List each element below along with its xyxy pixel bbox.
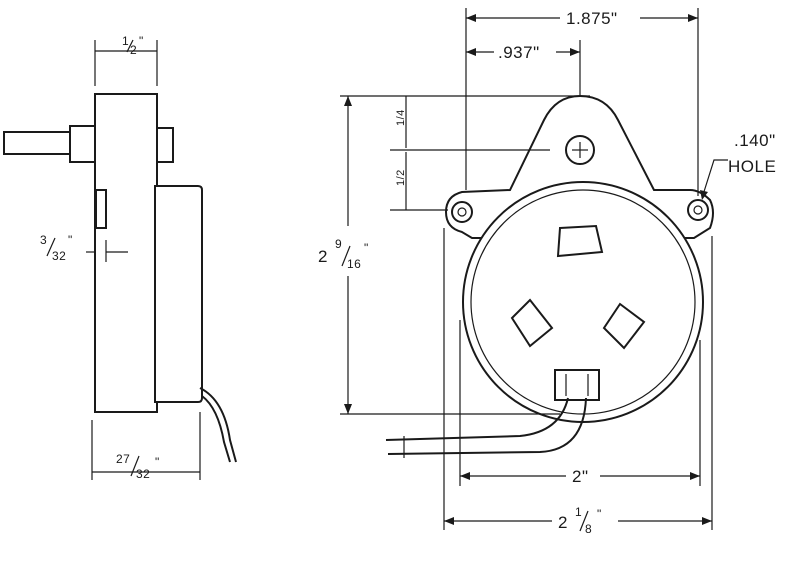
dim-step-num: 3 (40, 233, 47, 247)
hole-word-label: HOLE (728, 157, 776, 176)
dim-half-num: 1 (122, 34, 129, 48)
dim-half-den: 2 (130, 43, 137, 57)
housing-tab (95, 189, 107, 229)
dim-overall-width: 1.875" (566, 9, 618, 28)
dim-depth-den: 32 (136, 467, 150, 481)
vent-left (510, 298, 554, 348)
mount-hole-right (687, 199, 709, 221)
side-view: 1 2 " 3 32 " 27 32 " (3, 34, 237, 481)
vent-top (556, 224, 604, 258)
hole-size-label: .140" (734, 131, 776, 150)
lead-wire-side (199, 387, 237, 463)
dim-height-num: 9 (335, 237, 342, 251)
motor-body-side (154, 185, 203, 403)
dim-base-whole: 2 (558, 513, 568, 532)
vent-right (602, 302, 646, 350)
dim-step-den: 32 (52, 249, 66, 263)
tick-half: 1/2 (395, 169, 407, 186)
mount-hole-left (451, 201, 473, 223)
motor-shaft (3, 131, 75, 155)
dim-base-den: 8 (585, 522, 592, 536)
dim-depth-num: 27 (116, 452, 130, 466)
dim-base-unit: " (597, 507, 602, 521)
dim-center-offset: .937" (498, 43, 540, 62)
wire-exit-block (554, 369, 600, 401)
dim-step-unit: " (68, 233, 73, 247)
dim-height-unit: " (364, 241, 369, 255)
lead-wire-2 (387, 397, 587, 455)
shaft-collar (69, 125, 97, 163)
dim-height-den: 16 (347, 257, 361, 271)
lead-wire-side-2 (201, 395, 231, 463)
dim-body-width: 2" (572, 467, 589, 486)
hole-leader (701, 159, 728, 199)
lead-wire-1 (385, 397, 569, 441)
tick-quarter: 1/4 (395, 109, 407, 126)
gear-housing (94, 93, 158, 413)
rear-boss (156, 127, 174, 163)
dim-base-num: 1 (575, 505, 582, 519)
dim-height-whole: 2 (318, 247, 328, 266)
housing-inner-rim (470, 189, 696, 415)
front-view: 1.875" .937" .140" HOLE 1/4 1/2 2 9 16 " (318, 8, 776, 536)
dim-depth-unit: " (155, 455, 160, 469)
dim-half-unit: " (139, 34, 144, 48)
